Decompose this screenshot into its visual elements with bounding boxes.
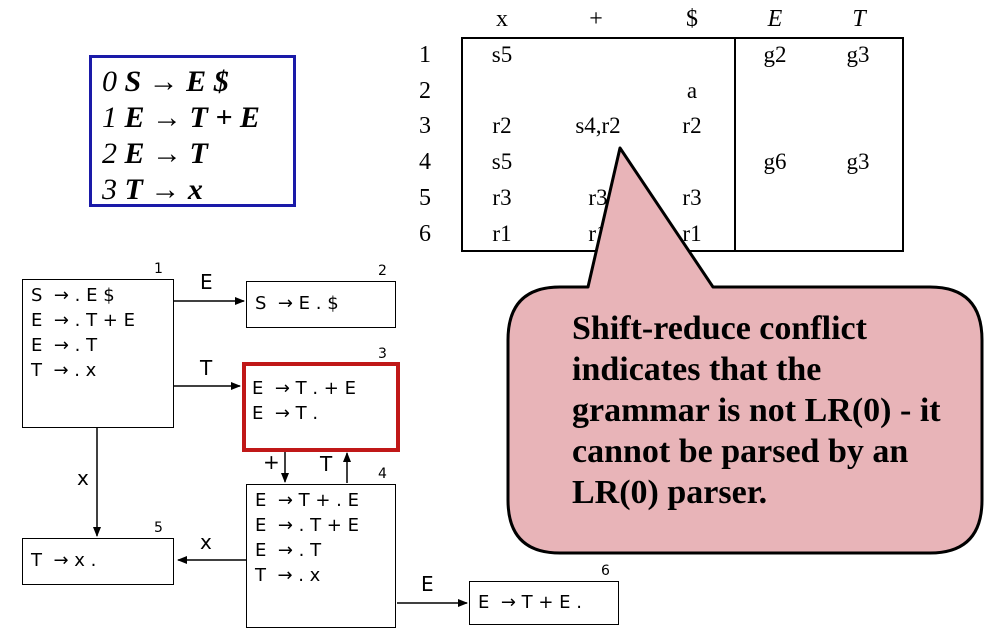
- lr-item: E → . T: [255, 540, 322, 561]
- callout-shape: [506, 146, 984, 555]
- grammar-box: 0 S → E $ 1 E → T + E 2 E → T 3 T → x: [89, 55, 296, 207]
- grammar-rule-0: 0 S → E $: [102, 65, 229, 98]
- table-cell: g2: [763, 42, 787, 67]
- table-cell: r3: [588, 185, 608, 210]
- edge-label-E: E: [421, 572, 434, 596]
- lr-item: S → . E $: [31, 285, 115, 306]
- table-row-number: 5: [419, 185, 431, 211]
- table-cell: a: [686, 78, 698, 103]
- lr-item: E → . T + E: [255, 515, 359, 536]
- state-2-box: S → E . $: [246, 281, 396, 328]
- lr-item: T → x .: [31, 550, 97, 571]
- state-3-box: E → T . + E E → T .: [242, 362, 400, 452]
- table-cell: r2: [682, 113, 702, 138]
- table-header-T: T: [852, 6, 866, 32]
- lr-item: E → . T + E: [31, 310, 135, 331]
- edge-label-T: T: [320, 452, 333, 476]
- table-cell: r1: [492, 221, 512, 246]
- table-cell: s5: [491, 149, 513, 174]
- edge-label-x: x: [200, 530, 212, 554]
- table-cell: g3: [846, 42, 870, 67]
- lr-item: E → . T: [31, 335, 98, 356]
- state-5-box: T → x .: [22, 538, 174, 585]
- edge-label-E: E: [200, 270, 213, 294]
- state-number: 5: [154, 520, 163, 536]
- lr-item: T → . x: [31, 360, 97, 381]
- table-header-x: x: [496, 6, 508, 32]
- table-row-number: 3: [419, 113, 431, 139]
- lr-item: S → E . $: [255, 293, 339, 314]
- table-cell: s5: [491, 42, 513, 67]
- callout-text: Shift-reduce conflict indicates that the…: [572, 310, 941, 511]
- table-row-number: 4: [419, 149, 431, 175]
- table-row-number: 6: [419, 221, 431, 247]
- state-number: 6: [601, 563, 610, 579]
- edge-label-plus: +: [263, 450, 280, 474]
- conflict-cell: s4,r2: [575, 113, 621, 138]
- state-1-box: S → . E $ E → . T + E E → . T T → . x: [22, 279, 174, 428]
- state-number: 4: [378, 466, 387, 482]
- state-number: 1: [154, 261, 163, 277]
- table-row-number: 1: [419, 42, 431, 68]
- table-header-dollar: $: [686, 6, 698, 32]
- lr-item: E → T . + E: [252, 378, 356, 399]
- table-cell: r1: [682, 221, 702, 246]
- lr-item: E → T + . E: [255, 490, 359, 511]
- state-6-box: E → T + E .: [469, 581, 619, 625]
- state-number: 2: [378, 263, 387, 279]
- lr-item: E → T + E .: [478, 592, 582, 613]
- table-header-E: E: [767, 6, 783, 32]
- grammar-rule-1: 1 E → T + E: [102, 101, 260, 134]
- grammar-rule-2: 2 E → T: [102, 137, 208, 170]
- edge-label-x: x: [77, 466, 89, 490]
- table-cell: g3: [846, 149, 870, 174]
- table-cell: r3: [492, 185, 512, 210]
- table-goto-frame: [734, 37, 904, 252]
- state-number: 3: [378, 346, 387, 362]
- table-cell: r2: [492, 113, 512, 138]
- table-cell: r3: [682, 185, 702, 210]
- table-header-plus: +: [589, 6, 603, 32]
- grammar-rule-3: 3 T → x: [102, 173, 203, 206]
- lr-item: T → . x: [255, 565, 321, 586]
- table-cell: g6: [763, 149, 787, 174]
- edge-label-T: T: [200, 356, 213, 380]
- table-row-number: 2: [419, 78, 431, 104]
- lr-item: E → T .: [252, 403, 319, 424]
- state-4-box: E → T + . E E → . T + E E → . T T → . x: [246, 484, 396, 628]
